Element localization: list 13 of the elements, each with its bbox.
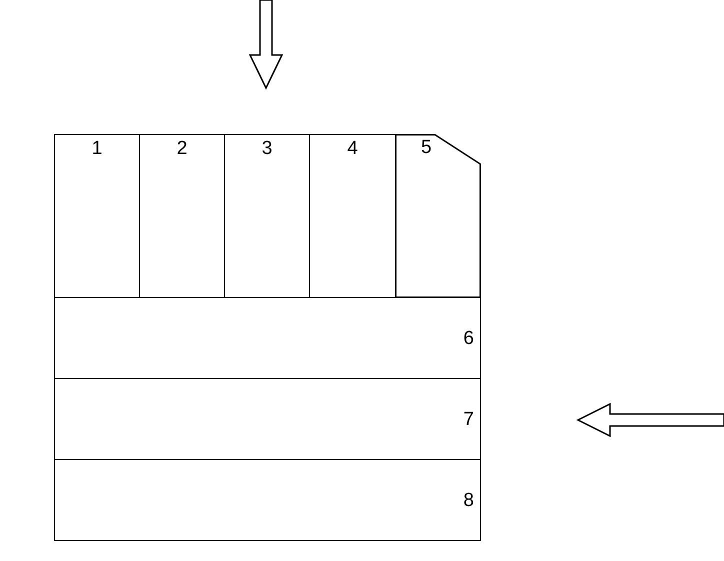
card-section: [54, 134, 140, 298]
card-section: [54, 378, 481, 460]
card-section: [54, 459, 481, 541]
region-number: 5: [421, 138, 432, 158]
card-section: [54, 297, 481, 379]
region-number: 8: [463, 491, 474, 511]
region-number: 7: [463, 410, 474, 430]
card-section: [395, 134, 481, 298]
region-number: 3: [262, 139, 272, 159]
region-number: 2: [176, 139, 188, 159]
region-number: 6: [463, 329, 474, 349]
region-number: 1: [92, 139, 102, 159]
region-number: 4: [347, 139, 358, 159]
